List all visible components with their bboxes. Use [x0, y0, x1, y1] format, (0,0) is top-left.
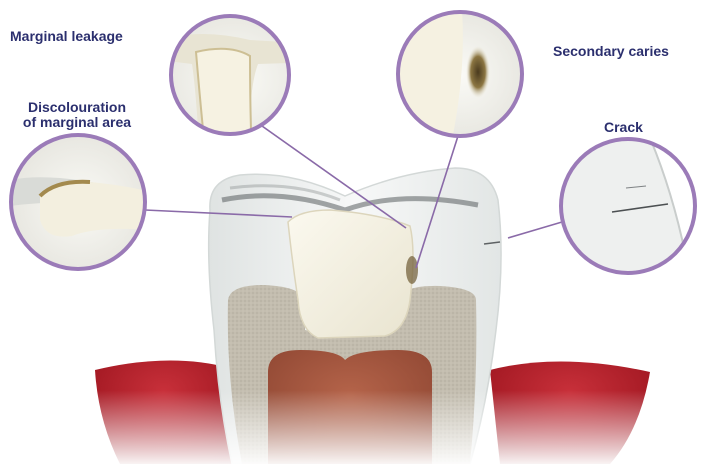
- callout-discolouration: [10, 134, 150, 274]
- callout-secondary-caries: [396, 10, 526, 140]
- label-secondary-caries: Secondary caries: [553, 44, 669, 59]
- leader-crack: [508, 222, 562, 238]
- label-discolouration-line2: of marginal area: [8, 115, 146, 130]
- label-discolouration: Discolouration of marginal area: [8, 100, 146, 130]
- label-marginal-leakage: Marginal leakage: [10, 29, 123, 44]
- label-discolouration-line1: Discolouration: [8, 100, 146, 115]
- callout-marginal-leakage: [160, 10, 320, 160]
- label-crack: Crack: [604, 120, 643, 135]
- callout-crack: [560, 138, 700, 278]
